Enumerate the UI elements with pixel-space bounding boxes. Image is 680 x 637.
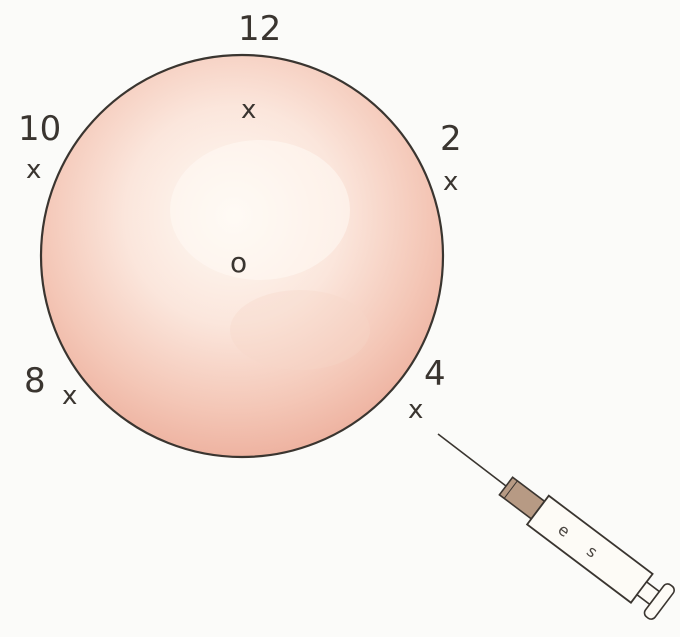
label-2: 2 <box>440 119 462 159</box>
label-4: 4 <box>424 354 446 394</box>
label-12: 12 <box>238 9 281 49</box>
label-10: 10 <box>18 109 61 149</box>
mark-10: x <box>26 155 41 185</box>
syringe-icon: e s <box>438 434 676 621</box>
mark-2: x <box>443 167 458 197</box>
syringe-needle <box>438 434 506 486</box>
label-8: 8 <box>24 361 46 401</box>
mark-12: x <box>241 95 256 125</box>
mark-8: x <box>62 381 77 411</box>
mark-4: x <box>408 395 423 425</box>
center-mark: o <box>230 246 247 279</box>
